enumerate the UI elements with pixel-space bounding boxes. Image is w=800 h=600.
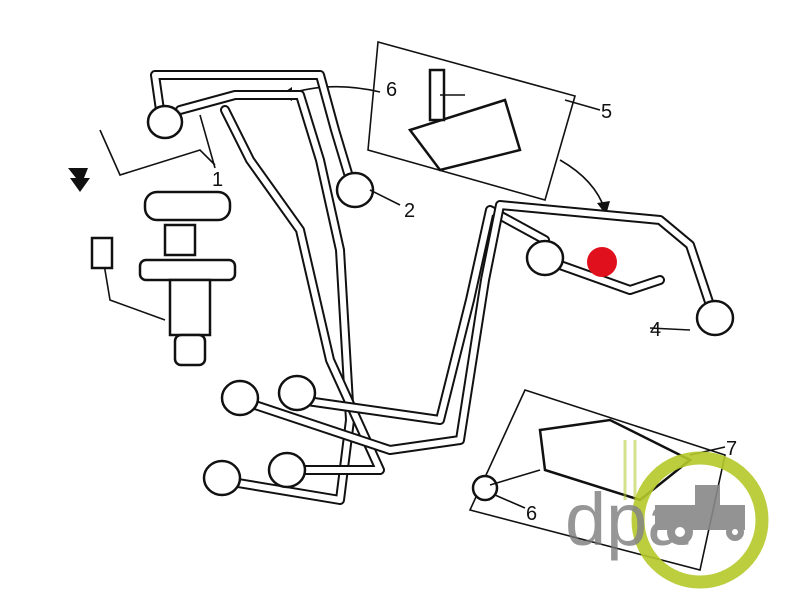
- callout-2: 2: [404, 200, 415, 222]
- callout-6-top: 6: [386, 79, 397, 101]
- callout-7: 7: [726, 438, 737, 460]
- fuel-pipes: [150, 70, 715, 505]
- callout-6-bottom: 6: [526, 503, 537, 525]
- tractor-icon: [655, 485, 745, 530]
- injector: [90, 190, 237, 367]
- injector-leader: [99, 129, 216, 176]
- detail-box-bracket-bottom: [468, 389, 726, 571]
- detail-box-bracket-top: [367, 40, 576, 201]
- arrow-icon: [68, 168, 90, 192]
- clamp-bracket-top: [407, 68, 522, 172]
- callout-4: 4: [650, 319, 661, 341]
- pipe-nuts: [146, 104, 735, 497]
- arrow-curve: [559, 159, 606, 211]
- red-marker-dot: [587, 247, 617, 277]
- callout-5: 5: [601, 101, 612, 123]
- callout-1: 1: [212, 169, 223, 191]
- dpa-logo: dpa: [565, 440, 769, 589]
- logo-gear-ring-icon: [631, 451, 769, 589]
